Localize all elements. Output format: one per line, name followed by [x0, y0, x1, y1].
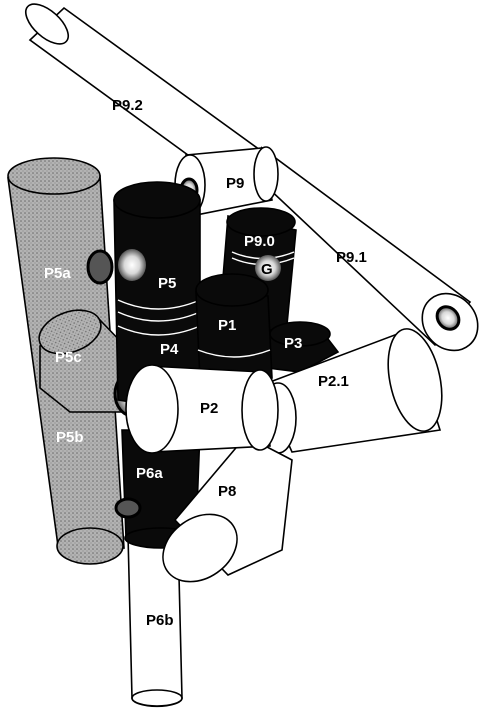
helix-p5a-stub	[86, 249, 146, 285]
label-p9: P9	[226, 175, 244, 192]
label-p6b: P6b	[146, 612, 174, 629]
label-p9-2: P9.2	[112, 97, 143, 114]
label-p9-0: P9.0	[244, 233, 275, 250]
label-p5c: P5c	[55, 349, 82, 366]
label-p6a: P6a	[136, 465, 163, 482]
label-p5b: P5b	[56, 429, 84, 446]
label-g: G	[261, 261, 273, 278]
label-p5a: P5a	[44, 265, 71, 282]
helix-p6a	[114, 429, 201, 549]
label-p3: P3	[284, 335, 302, 352]
label-p1: P1	[218, 317, 236, 334]
helix-p8	[162, 434, 293, 583]
helix-p6b	[127, 534, 183, 708]
helix-p3	[267, 321, 340, 373]
label-p8: P8	[218, 483, 236, 500]
label-p4: P4	[160, 341, 179, 358]
label-p9-1: P9.1	[336, 249, 367, 266]
label-p2-1: P2.1	[318, 373, 349, 390]
label-p5: P5	[158, 275, 176, 292]
label-p2: P2	[200, 400, 218, 417]
helix-p1	[195, 273, 273, 381]
label-p7: P7	[295, 277, 313, 294]
helix-p2	[125, 364, 279, 454]
